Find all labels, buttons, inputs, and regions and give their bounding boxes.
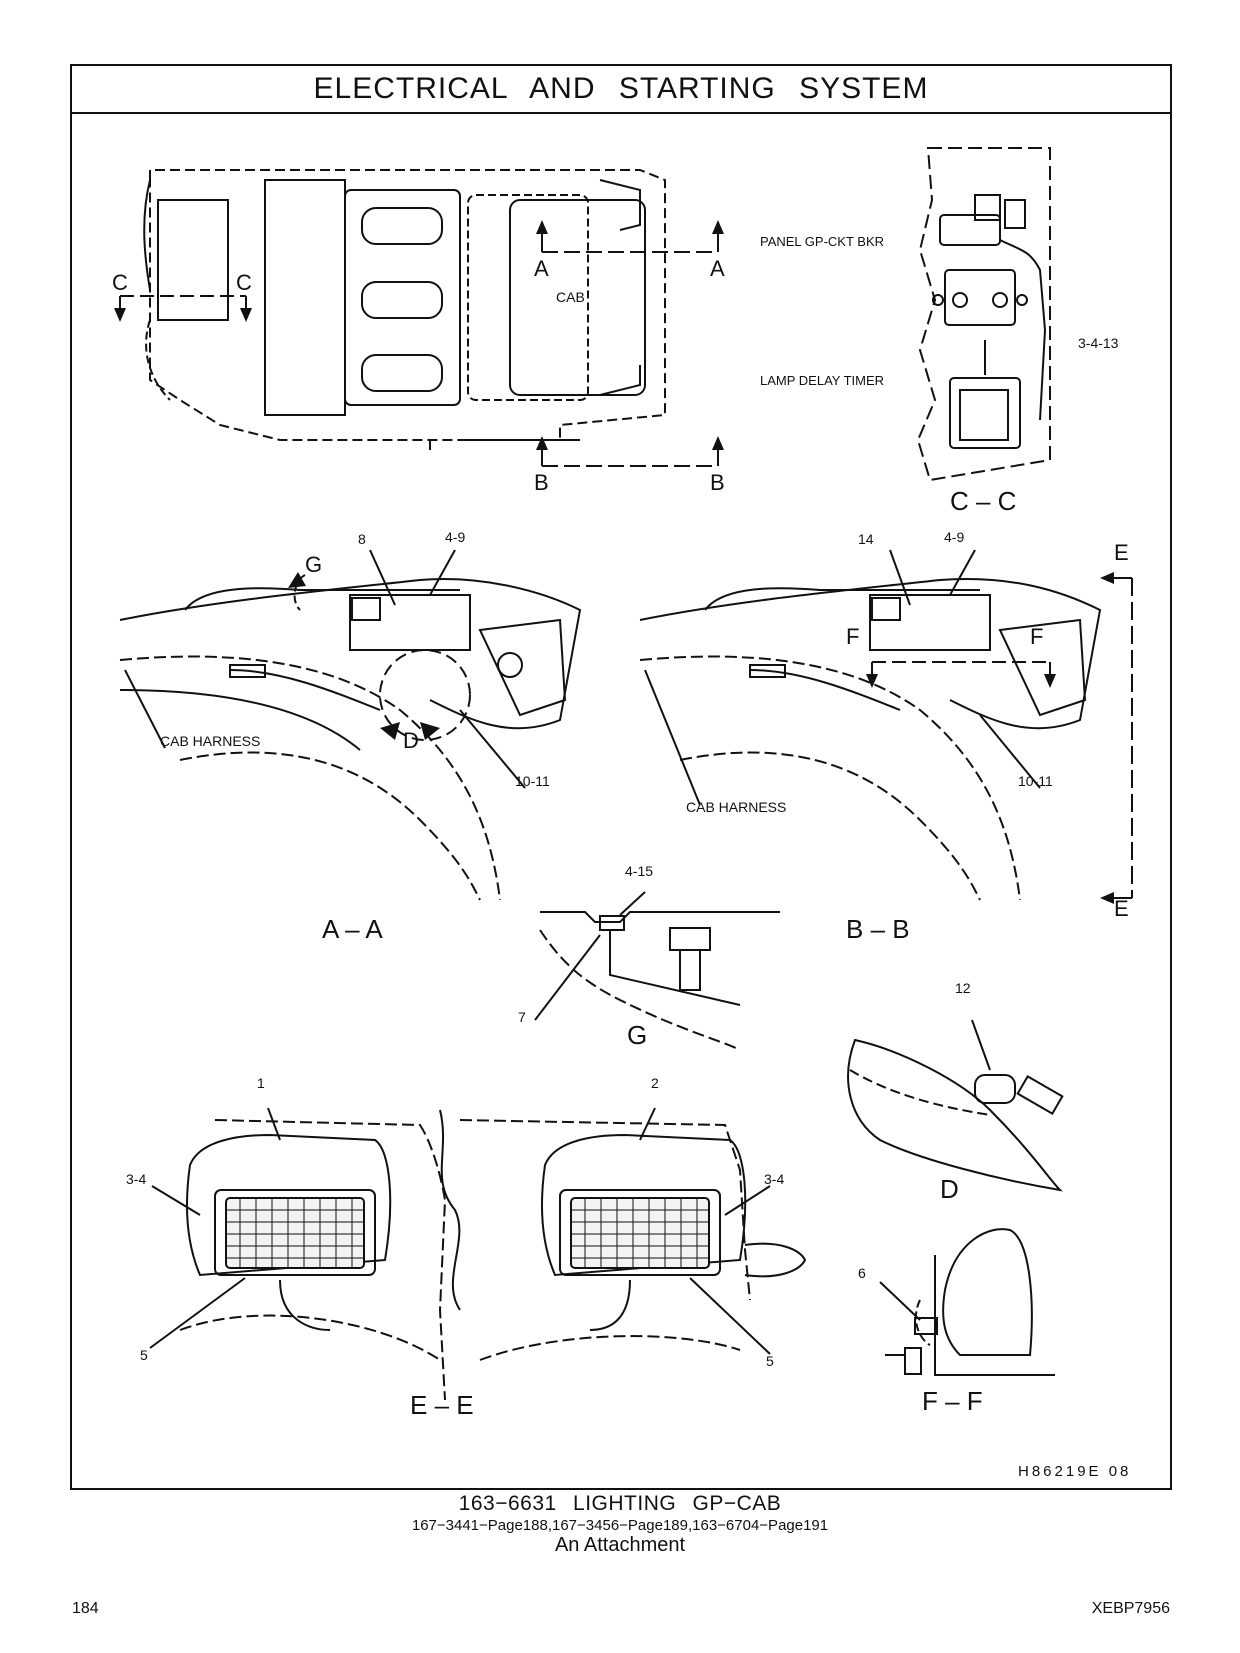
section-a-right-label: A xyxy=(710,256,725,281)
section-a-left-label: A xyxy=(534,256,549,281)
section-b-left-label: B xyxy=(534,470,549,495)
ref-7: 7 xyxy=(518,1009,526,1025)
ref-14: 14 xyxy=(858,531,874,547)
diagram-labels: C C A A CAB B B PANEL GP-CKT BKR LAMP DE… xyxy=(112,234,1131,1480)
drawing-code: H86219E 08 xyxy=(1018,1463,1131,1480)
ref-3-4-right: 3-4 xyxy=(764,1171,784,1187)
ref-3-4-left: 3-4 xyxy=(126,1171,146,1187)
view-g-title: G xyxy=(627,1020,647,1050)
e-mark-top: E xyxy=(1114,540,1129,565)
page-references: 167−3441−Page188,167−3456−Page189,163−67… xyxy=(411,1517,829,1534)
cab-harness-aa: CAB HARNESS xyxy=(160,733,260,749)
attachment-note: An Attachment xyxy=(554,1534,686,1556)
ref-8: 8 xyxy=(358,531,366,547)
view-g xyxy=(534,891,780,1051)
diagram-frame: ELECTRICAL AND STARTING SYSTEM xyxy=(70,64,1172,1490)
f-mark-right: F xyxy=(1030,624,1043,649)
view-aa-title: A – A xyxy=(322,914,383,944)
panel-gp-ckt-bkr-label: PANEL GP-CKT BKR xyxy=(760,234,884,249)
view-bb-title: B – B xyxy=(846,914,910,944)
ref-4-15: 4-15 xyxy=(625,863,653,879)
view-ff-title: F – F xyxy=(922,1386,983,1416)
view-cc-title: C – C xyxy=(950,486,1016,516)
ref-4-9-bb: 4-9 xyxy=(944,529,964,545)
cab-harness-bb: CAB HARNESS xyxy=(686,799,786,815)
view-ee xyxy=(149,1107,807,1401)
view-d-title: D xyxy=(940,1174,959,1204)
ref-12: 12 xyxy=(955,980,971,996)
ref-1: 1 xyxy=(257,1075,265,1091)
f-mark-left: F xyxy=(846,624,859,649)
lamp-delay-timer-label: LAMP DELAY TIMER xyxy=(760,373,884,388)
view-aa xyxy=(119,549,582,901)
ref-4-9-aa: 4-9 xyxy=(445,529,465,545)
part-caption: 163−6631 LIGHTING GP−CAB xyxy=(458,1492,782,1515)
ref-6: 6 xyxy=(858,1265,866,1281)
section-c-right-label: C xyxy=(236,270,252,295)
page-title: ELECTRICAL AND STARTING SYSTEM xyxy=(72,66,1170,114)
view-d xyxy=(847,1019,1064,1192)
ref-10-11-bb: 10-11 xyxy=(1018,773,1053,789)
ref-5-right: 5 xyxy=(766,1353,774,1369)
page-number: 184 xyxy=(72,1600,99,1617)
top-plan-view xyxy=(114,169,724,467)
g-mark: G xyxy=(305,552,322,577)
view-ee-title: E – E xyxy=(410,1390,474,1420)
d-mark: D xyxy=(403,728,419,753)
ref-5-left: 5 xyxy=(140,1347,148,1363)
section-c-left-label: C xyxy=(112,270,128,295)
section-b-right-label: B xyxy=(710,470,725,495)
ref-3-4-13: 3-4-13 xyxy=(1078,335,1119,351)
cab-label: CAB xyxy=(556,289,585,305)
view-cc xyxy=(916,147,1051,482)
document-code: XEBP7956 xyxy=(1091,1600,1170,1617)
view-bb xyxy=(639,549,1133,904)
ref-2: 2 xyxy=(651,1075,659,1091)
view-ff xyxy=(879,1228,1055,1376)
e-mark-bottom: E xyxy=(1114,896,1129,921)
ref-10-11-aa: 10-11 xyxy=(515,773,550,789)
